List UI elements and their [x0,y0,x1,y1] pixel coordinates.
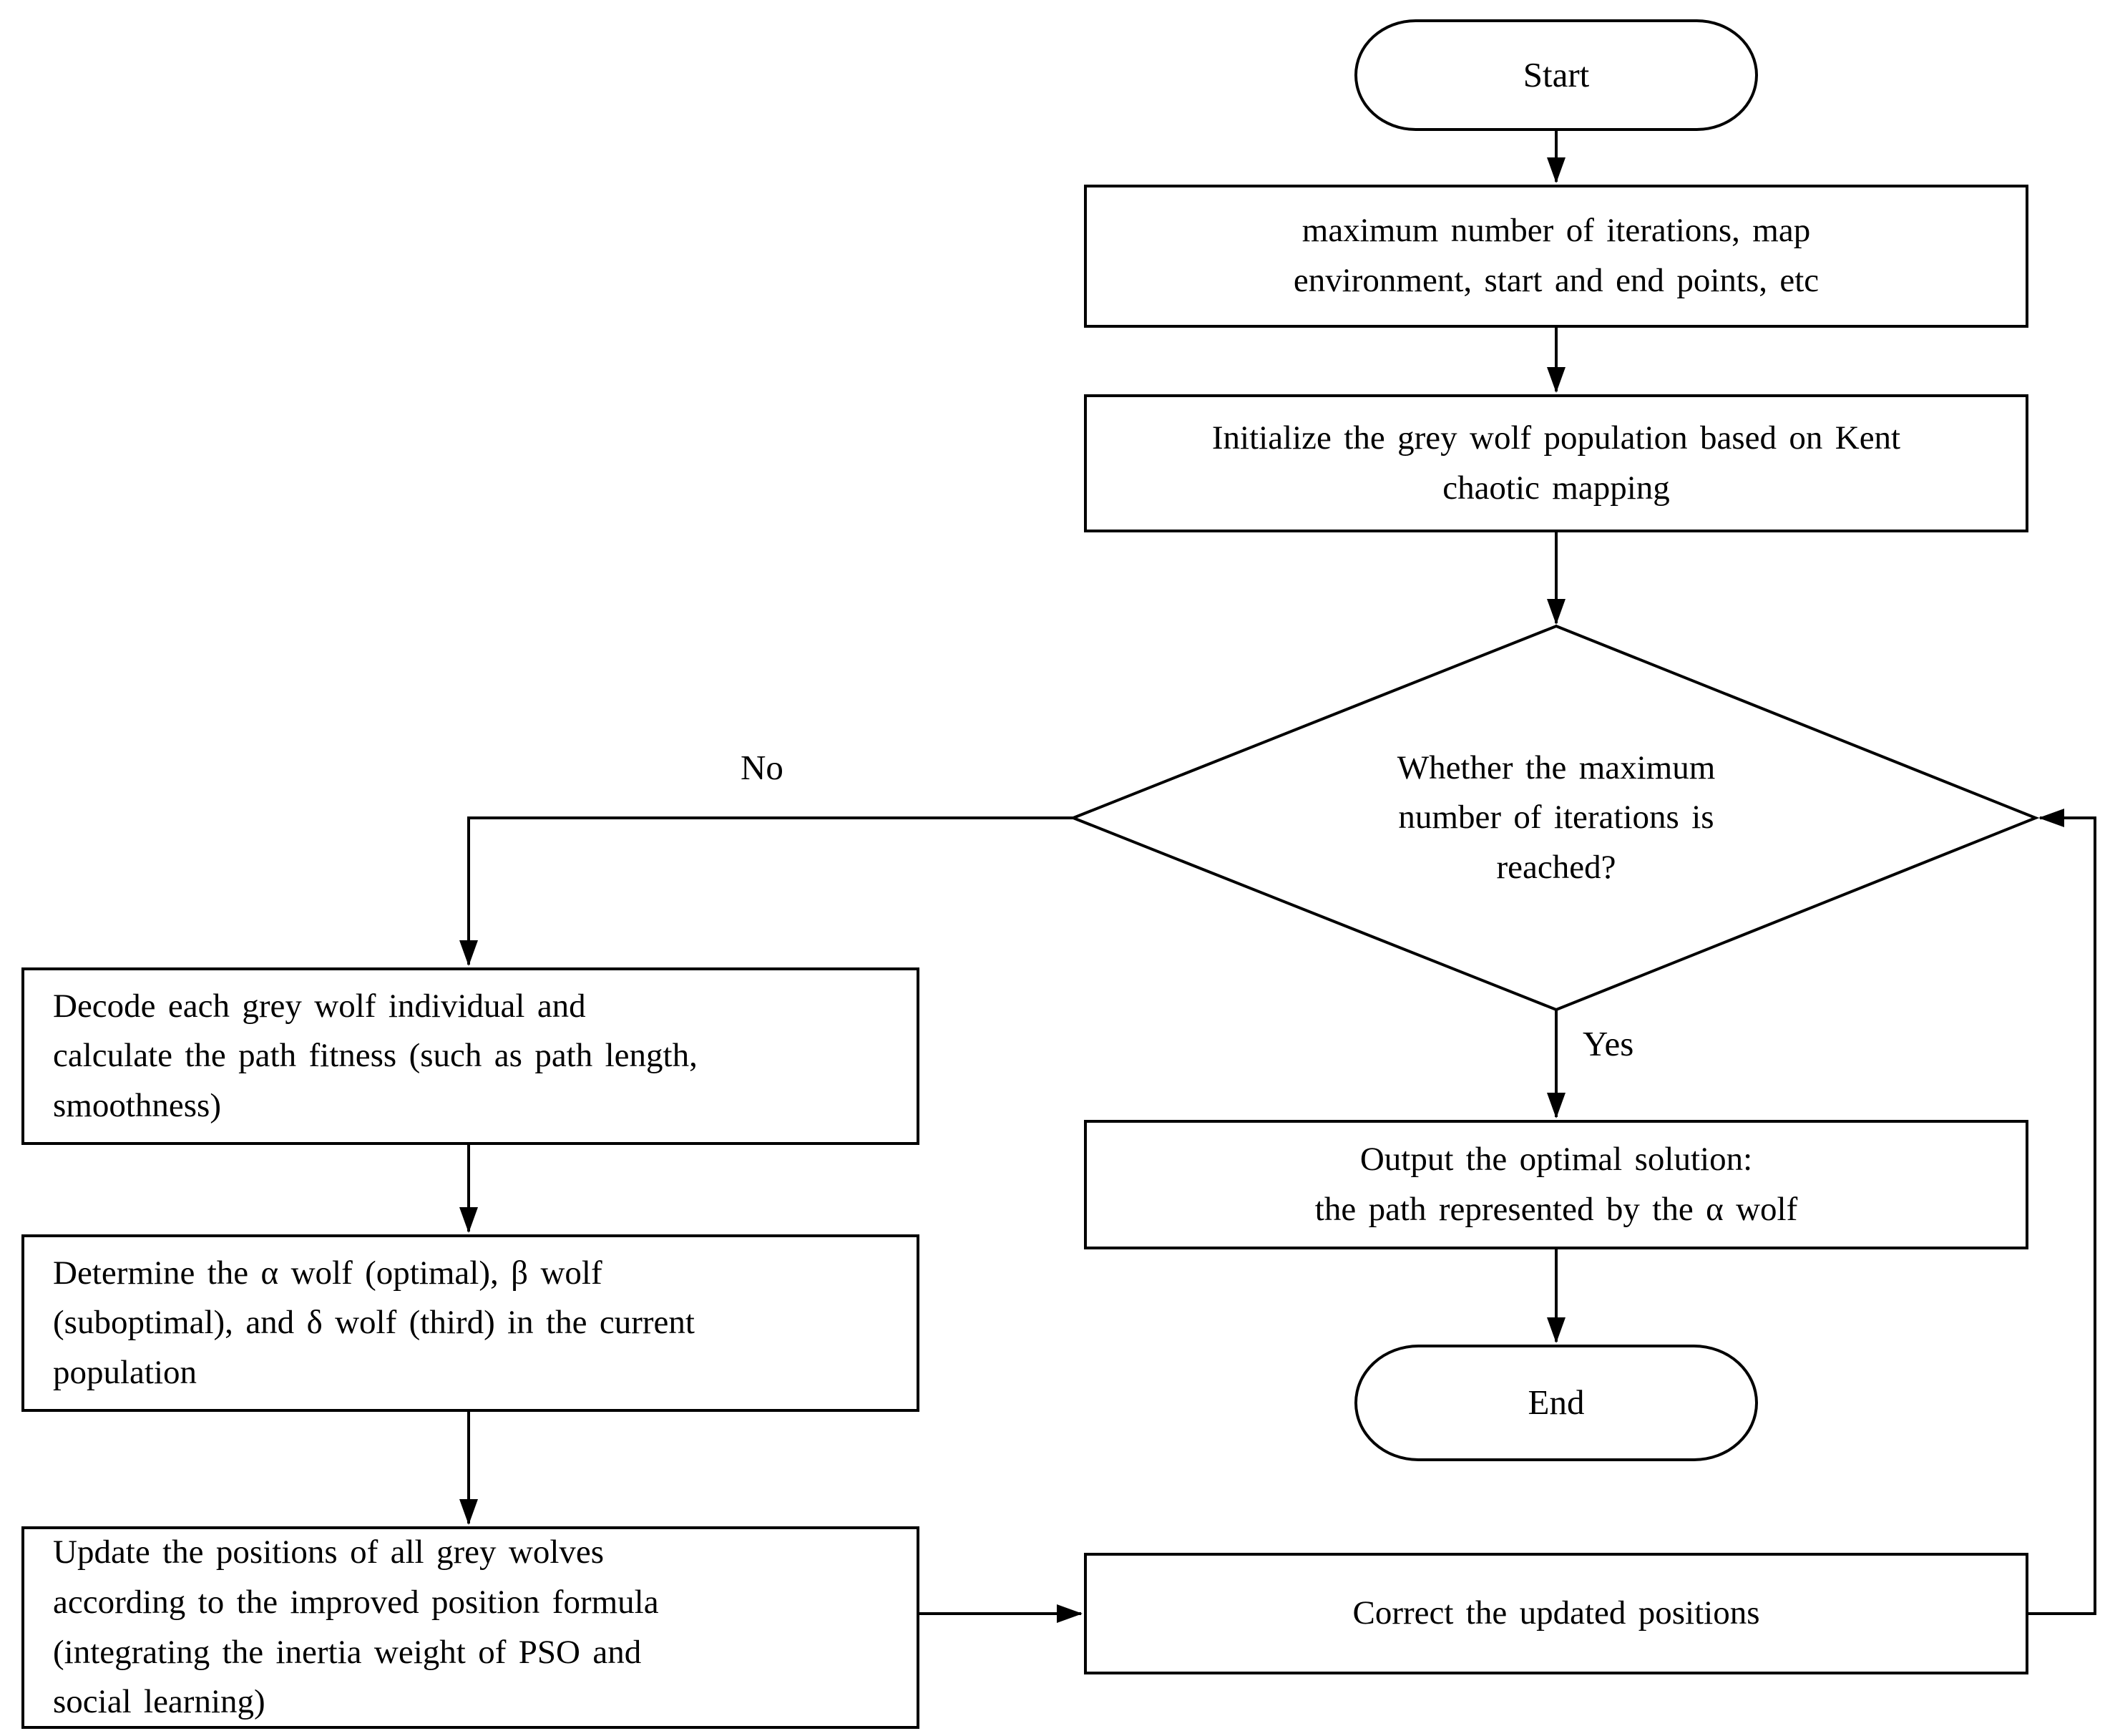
end-terminator: End [1354,1345,1758,1461]
input-parameters-box: maximum number of iterations, map enviro… [1084,185,2028,328]
update-positions-box: Update the positions of all grey wolves … [21,1526,919,1729]
no-edge-label: No [741,748,783,787]
decision-diamond-label: Whether the maximum number of iterations… [1397,748,1716,886]
yes-edge-label: Yes [1583,1024,1634,1063]
decode-fitness-box: Decode each grey wolf individual and cal… [21,967,919,1145]
determine-wolves-box: Determine the α wolf (optimal), β wolf (… [21,1234,919,1412]
start-terminator: Start [1354,19,1758,131]
initialize-population-box: Initialize the grey wolf population base… [1084,394,2028,532]
edge-correct-to-decision-loop [2028,809,2096,1615]
edge-decision-no-to-decode [459,816,1073,966]
correct-positions-box: Correct the updated positions [1084,1553,2028,1674]
output-solution-box: Output the optimal solution: the path re… [1084,1120,2028,1249]
